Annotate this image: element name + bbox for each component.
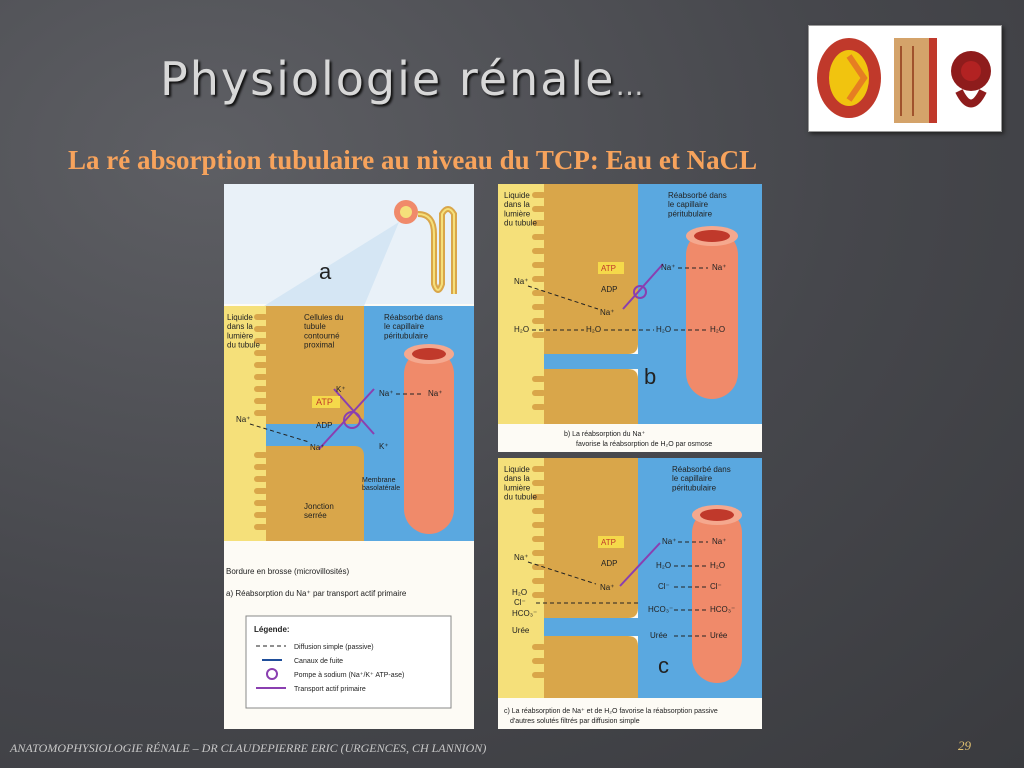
panel-c-caption-2: d'autres solutés filtrés par diffusion s… — [510, 718, 640, 725]
slide-title: Physiologie rénale… — [160, 52, 645, 106]
panel-c-row-3-left: HCO₃⁻ — [648, 605, 673, 614]
kidney-thumbnail — [808, 25, 1002, 132]
panel-a-k1: K⁺ — [336, 385, 346, 394]
panel-b-na-cell: Na⁺ — [600, 308, 614, 317]
panel-c-na-cap: Na⁺ — [712, 537, 726, 546]
panel-c-letter: c — [658, 653, 669, 678]
panel-c-adp: ADP — [601, 559, 617, 568]
title-ellipsis: … — [615, 69, 646, 102]
panel-a-letter: a — [319, 259, 332, 284]
panel-a-na-cell: Na⁺ — [310, 443, 324, 452]
panel-b-h2o-1: H₂O — [514, 325, 529, 334]
panel-c-na-lumen: Na⁺ — [514, 553, 528, 562]
subtitle: La ré absorption tubulaire au niveau du … — [68, 145, 758, 175]
page-number: 29 — [958, 738, 971, 753]
legend-title: Légende: — [254, 625, 290, 634]
panel-b-h2o-4: H₂O — [710, 325, 725, 334]
panel-a-adp: ADP — [316, 421, 332, 430]
panel-b-h2o-2: H₂O — [586, 325, 601, 334]
panel-c-row-3-right: HCO₃⁻ — [710, 605, 735, 614]
panel-c-na-out: Na⁺ — [662, 537, 676, 546]
panel-c-lumen-hco3: HCO₃⁻ — [512, 609, 537, 618]
panel-b-caption-1: b) La réabsorption du Na⁺ — [564, 431, 645, 438]
panel-c-row-1-left: H₂O — [656, 561, 671, 570]
panel-c-atp: ATP — [601, 538, 616, 547]
panel-c-row-2-left: Cl⁻ — [658, 582, 670, 591]
nephron-icon — [394, 200, 457, 294]
panel-c-row-1-right: H₂O — [710, 561, 725, 570]
panel-c-row-4-left: Urée — [650, 631, 668, 640]
panel-a-na-lumen: Na⁺ — [236, 415, 250, 424]
panel-b-adp: ADP — [601, 285, 617, 294]
panel-a-brush-label: Bordure en brosse (microvillosités) — [226, 567, 349, 576]
panel-b-atp: ATP — [601, 264, 616, 273]
legend-item-4: Transport actif primaire — [294, 686, 366, 693]
legend-box: Légende: Diffusion simple (passive) Cana… — [245, 615, 452, 709]
slide-title-text: Physiologie rénale — [160, 52, 616, 106]
panel-c-lumen-cl: Cl⁻ — [514, 598, 526, 607]
panel-c-lumen-h2o: H₂O — [512, 588, 527, 597]
panel-a-k2: K⁺ — [379, 442, 389, 451]
panel-a-na-cap: Na⁺ — [428, 389, 442, 398]
panel-c-lumen-uree: Urée — [512, 626, 530, 635]
panel-b-na-cap: Na⁺ — [712, 263, 726, 272]
panel-b-letter: b — [644, 364, 656, 389]
panel-a-caption: a) Réabsorption du Na⁺ par transport act… — [226, 589, 407, 598]
legend-item-1: Diffusion simple (passive) — [294, 644, 374, 651]
panel-c-row-4-right: Urée — [710, 631, 728, 640]
panel-b-na-out: Na⁺ — [661, 263, 675, 272]
panel-c-caption-1: c) La réabsorption de Na⁺ et de H₂O favo… — [504, 708, 718, 715]
panel-c-row-2-right: Cl⁻ — [710, 582, 722, 591]
panel-a-atp: ATP — [316, 397, 333, 407]
footer-text: ANATOMOPHYSIOLOGIE RÉNALE – DR CLAUDEPIE… — [10, 741, 487, 755]
panel-b-h2o-3: H₂O — [656, 325, 671, 334]
panel-b-na-lumen: Na⁺ — [514, 277, 528, 286]
legend-item-3: Pompe à sodium (Na⁺/K⁺ ATP-ase) — [294, 672, 404, 679]
panel-a-na-out: Na⁺ — [379, 389, 393, 398]
panel-b-caption-2: favorise la réabsorption de H₂O par osmo… — [576, 441, 712, 448]
legend-item-2: Canaux de fuite — [294, 658, 343, 665]
panel-c-na-cell: Na⁺ — [600, 583, 614, 592]
